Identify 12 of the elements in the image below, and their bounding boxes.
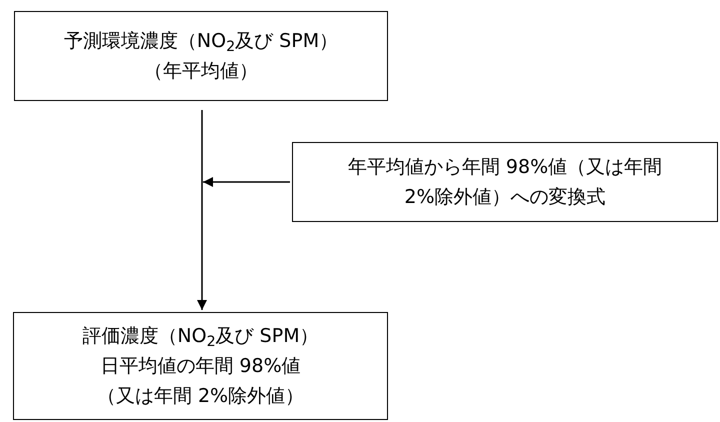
box-text: （又は年間 2%除外値） [96, 384, 304, 409]
box-text: 評価濃度（NO$_{2}$及び SPM） [82, 324, 319, 351]
box-text: 予測環境濃度（NO$_{2}$及び SPM） [64, 29, 338, 56]
process-box [13, 312, 388, 420]
process-box [14, 11, 388, 101]
arrow [203, 177, 290, 187]
box-text: 日平均値の年間 98%値 [100, 354, 301, 379]
arrow [197, 110, 207, 310]
box-text: 2%除外値）への変換式 [404, 185, 606, 210]
box-text: 年平均値から年間 98%値（又は年間 [348, 155, 662, 180]
process-box [292, 142, 718, 222]
box-text: （年平均値） [144, 59, 258, 84]
